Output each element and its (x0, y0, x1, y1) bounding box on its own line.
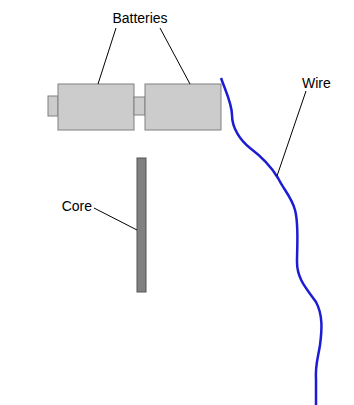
leader-line (98, 28, 116, 84)
battery (58, 84, 134, 130)
part-label: Wire (302, 75, 331, 91)
wire (221, 78, 321, 405)
part-label: Batteries (112, 10, 167, 26)
battery-terminal (134, 97, 145, 115)
leader-line (277, 91, 306, 176)
core (137, 158, 146, 292)
battery-terminal (48, 96, 58, 116)
part-label: Core (62, 198, 92, 214)
battery (145, 84, 221, 130)
leader-line (160, 28, 190, 84)
leader-line (94, 208, 137, 230)
